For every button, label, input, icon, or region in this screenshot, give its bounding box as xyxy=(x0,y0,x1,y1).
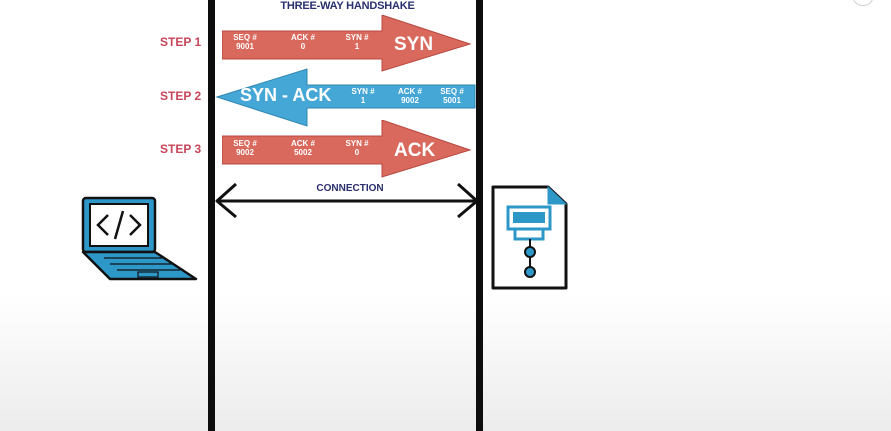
step-1-field-ack: ACK # 0 xyxy=(286,33,320,51)
connection-label: CONNECTION xyxy=(316,183,384,194)
step-2-field-seq: SEQ # 5001 xyxy=(435,87,469,105)
step-1-field-seq: SEQ # 9001 xyxy=(228,33,262,51)
syn-arrow-shape xyxy=(222,15,472,72)
step-3-field-seq: SEQ # 9002 xyxy=(228,139,262,157)
field-key: SYN # xyxy=(345,139,369,148)
ack-arrow-shape xyxy=(222,120,472,178)
field-value: 0 xyxy=(300,42,306,51)
field-key: ACK # xyxy=(290,139,315,148)
step-2-field-syn: SYN # 1 xyxy=(347,87,379,105)
field-key: ACK # xyxy=(397,87,422,96)
step-2-field-ack: ACK # 9002 xyxy=(393,87,427,105)
step-1-label: STEP 1 xyxy=(160,35,202,49)
syn-label: SYN xyxy=(394,34,434,55)
field-key: SEQ # xyxy=(233,139,257,148)
diagram-title: THREE-WAY HANDSHAKE xyxy=(280,0,415,12)
syn-ack-arrow-shape xyxy=(215,68,476,127)
field-key: SEQ # xyxy=(233,33,257,42)
step-3-field-ack: ACK # 5002 xyxy=(286,139,320,157)
syn-arrow: SEQ # 9001 ACK # 0 SYN # 1 SYN xyxy=(222,15,472,73)
laptop-code-icon xyxy=(81,196,198,281)
field-value: 1 xyxy=(360,96,366,105)
field-value: 9002 xyxy=(401,96,419,105)
field-value: 5001 xyxy=(443,96,461,105)
step-1-field-syn: SYN # 1 xyxy=(340,33,374,51)
field-value: 9002 xyxy=(236,148,254,157)
ack-label: ACK xyxy=(394,140,436,161)
ack-arrow: SEQ # 9002 ACK # 5002 SYN # 0 ACK xyxy=(222,120,472,178)
field-key: ACK # xyxy=(290,33,315,42)
field-key: SYN # xyxy=(345,33,369,42)
step-3-label: STEP 3 xyxy=(160,142,202,156)
field-key: SEQ # xyxy=(440,87,464,96)
corner-overlay-button[interactable] xyxy=(853,0,873,6)
syn-ack-arrow: SYN - ACK SYN # 1 ACK # 9002 SEQ # 5001 xyxy=(215,68,477,128)
client-timeline xyxy=(208,0,215,431)
connection-double-arrow xyxy=(215,182,479,219)
server-document-icon xyxy=(491,185,568,290)
field-value: 5002 xyxy=(294,148,312,157)
field-key: SYN # xyxy=(351,87,375,96)
step-2-label: STEP 2 xyxy=(160,89,202,103)
field-value: 1 xyxy=(354,42,360,51)
syn-ack-label: SYN - ACK xyxy=(240,85,332,105)
server-timeline xyxy=(476,0,483,431)
step-3-field-syn: SYN # 0 xyxy=(340,139,374,157)
field-value: 9001 xyxy=(236,42,254,51)
field-value: 0 xyxy=(354,148,360,157)
